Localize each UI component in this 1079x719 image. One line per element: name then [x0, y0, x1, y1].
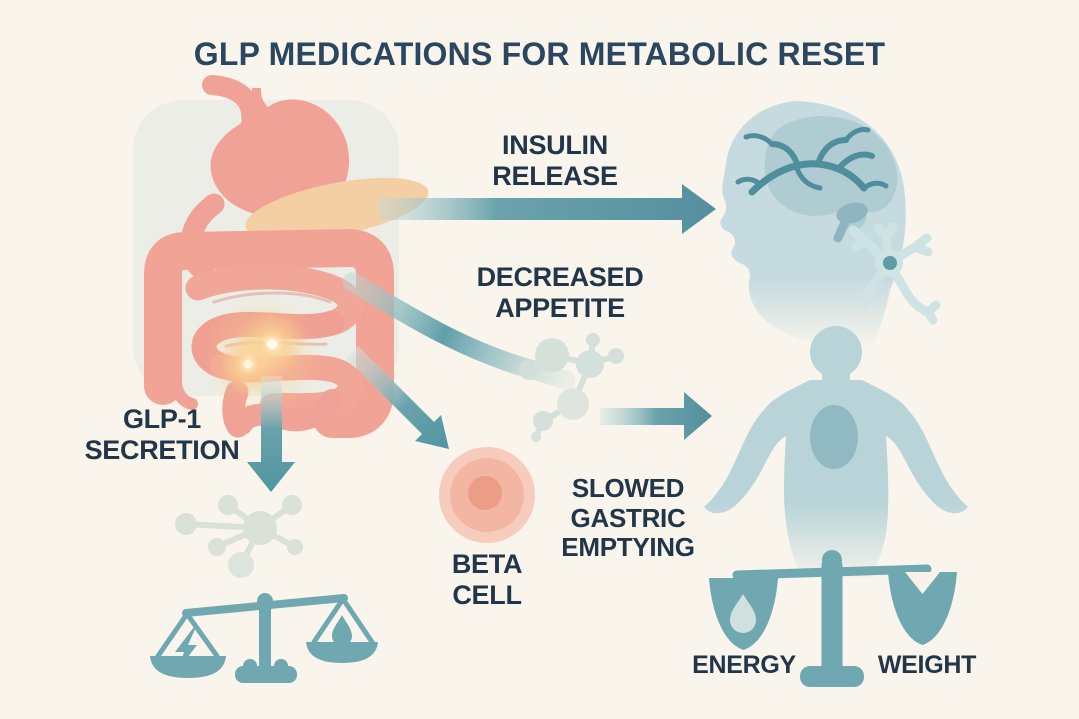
- weight-pan-icon: [888, 572, 957, 645]
- label-beta-cell: BETA CELL: [407, 549, 567, 611]
- label-line: APPETITE: [495, 292, 625, 323]
- pancreas-icon: [245, 177, 429, 241]
- lightning-bolt-icon: [175, 627, 197, 670]
- label-decreased-appetite: DECREASED APPETITE: [450, 262, 670, 324]
- metabolism-scale-icon: [150, 593, 378, 683]
- glp1-molecule-icon: [175, 495, 303, 578]
- beta-cell-arrow-icon: [346, 346, 449, 449]
- label-slowed-gastric-emptying: SLOWED GASTRIC EMPTYING: [528, 473, 728, 563]
- page-title: GLP MEDICATIONS FOR METABOLIC RESET: [193, 36, 886, 72]
- appetite-molecule-icon: [519, 333, 624, 442]
- label-line: GLP-1: [122, 404, 201, 434]
- label-line: RELEASE: [492, 160, 618, 191]
- label-line: GASTRIC: [570, 502, 686, 533]
- glp1-secretion-glow-icon: [202, 296, 322, 416]
- label-line: EMPTYING: [561, 532, 695, 563]
- label-line: SLOWED: [571, 473, 685, 503]
- label-line: INSULIN: [502, 130, 608, 160]
- beta-cell-icon: [439, 447, 535, 543]
- insulin-release-arrow-icon: [378, 184, 716, 234]
- human-body-icon: [704, 326, 968, 578]
- decreased-appetite-curved-arrow-icon: [342, 272, 576, 390]
- label-glp1-secretion: GLP-1 SECRETION: [52, 404, 272, 466]
- head-brain-icon: [720, 101, 906, 346]
- slowed-gastric-arrow-icon: [600, 392, 712, 440]
- label-energy: ENERGY: [692, 651, 796, 679]
- label-line: SECRETION: [84, 434, 240, 465]
- droplet-icon: [332, 615, 352, 646]
- energy-weight-scale-icon: [709, 550, 957, 687]
- brain-branches-icon: [735, 127, 889, 196]
- label-line: CELL: [452, 579, 522, 610]
- stomach-highlight-icon: [810, 405, 858, 469]
- label-line: BETA: [451, 549, 523, 579]
- neuron-icon: [848, 222, 941, 325]
- energy-droplet-icon: [730, 594, 756, 633]
- digestive-system-icon: [133, 75, 429, 438]
- label-insulin-release: INSULIN RELEASE: [450, 130, 660, 192]
- label-line: DECREASED: [476, 262, 644, 292]
- glp1-secretion-down-arrow-icon: [247, 376, 295, 492]
- label-weight: WEIGHT: [877, 651, 977, 679]
